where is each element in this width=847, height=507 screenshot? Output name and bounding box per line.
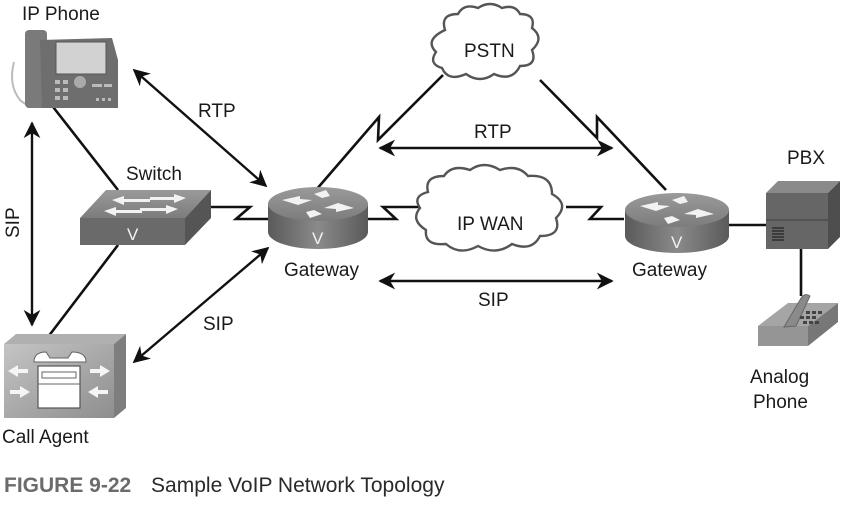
ip-wan-node: IP WAN (414, 163, 564, 252)
gateway-right-badge: V (671, 233, 683, 252)
flow-label-rtp-phone-gateway: RTP (198, 101, 236, 122)
analog-phone-icon (758, 294, 838, 346)
figure-title: Sample VoIP Network Topology (151, 474, 445, 497)
switch-label: Switch (126, 164, 182, 185)
link-pstn-gateway-serial (539, 79, 667, 191)
gateway-left-label: Gateway (284, 260, 359, 281)
flow-label-sip-callagent-gateway: SIP (203, 314, 234, 335)
analog-phone-label-line2: Phone (753, 392, 808, 413)
ip-phone-icon (11, 30, 118, 108)
arrow-rtp-phone-gateway (132, 68, 268, 188)
cloud-icon (414, 163, 564, 252)
link-gateway-pstn-serial (315, 74, 444, 191)
voice-switch-icon: V (80, 190, 211, 245)
gateway-right-node: V Gateway (625, 193, 729, 281)
pbx-label: PBX (787, 148, 825, 169)
gateway-left-node: V Gateway (268, 187, 368, 281)
voice-router-icon: V (268, 187, 368, 249)
ip-wan-label: IP WAN (457, 214, 524, 235)
arrow-sip-callagent-gateway (132, 246, 270, 364)
flow-arrows (23, 68, 614, 364)
pstn-node: PSTN (430, 2, 540, 81)
switch-node: Switch V (80, 164, 211, 245)
link-switch-callagent (46, 244, 120, 338)
pbx-icon (766, 181, 840, 249)
gateway-left-badge: V (312, 229, 324, 248)
ip-phone-node: IP Phone (11, 4, 118, 108)
ip-phone-label: IP Phone (22, 4, 100, 25)
flow-label-rtp-gateways: RTP (474, 122, 512, 143)
call-agent-label: Call Agent (2, 427, 89, 448)
voice-router-icon: V (625, 193, 729, 253)
links (46, 74, 803, 338)
link-switch-gateway-serial (211, 205, 268, 221)
flow-label-sip-gateways: SIP (478, 290, 509, 311)
pbx-node: PBX (766, 148, 840, 249)
flow-label-sip-phone-callagent: SIP (3, 207, 24, 238)
gateway-right-label: Gateway (632, 260, 707, 281)
figure-caption: FIGURE 9-22 Sample VoIP Network Topology (4, 474, 444, 498)
figure-number: FIGURE 9-22 (4, 474, 132, 497)
link-phone-switch (48, 102, 120, 191)
call-agent-icon (4, 334, 126, 418)
switch-badge: V (127, 225, 139, 244)
link-gateway-wan-serial (368, 205, 420, 221)
network-diagram: RTP SIP SIP RTP SIP IP Phone Switch (2, 2, 840, 448)
analog-phone-node: Analog Phone (750, 294, 838, 413)
link-wan-gateway-serial (566, 205, 624, 221)
call-agent-node: Call Agent (2, 334, 126, 448)
pstn-label: PSTN (464, 41, 515, 62)
analog-phone-label-line1: Analog (750, 367, 809, 388)
cloud-icon (430, 2, 540, 81)
